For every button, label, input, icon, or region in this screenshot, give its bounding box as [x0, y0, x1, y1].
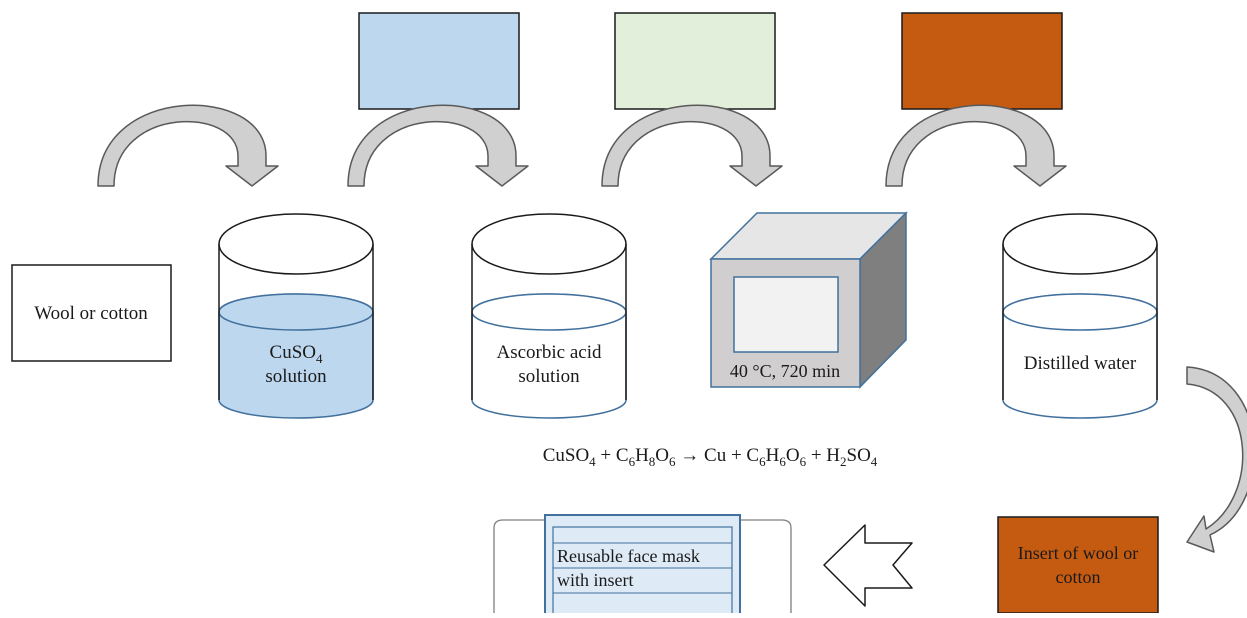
oven-icon [709, 211, 908, 389]
block-arrow-icon [823, 524, 913, 607]
insert-label-line1: Insert of wool or [1018, 543, 1138, 563]
mask-label-line2: with insert [557, 570, 634, 590]
curved-arrow-icon [97, 104, 279, 187]
beaker1-label: CuSO4 [270, 342, 323, 366]
oven-label: 40 °C, 720 min [730, 361, 840, 381]
beaker2-label-line2: solution [518, 366, 580, 387]
beaker1-label-line2: solution [265, 366, 327, 387]
beaker-icon [471, 213, 627, 419]
beaker2-label-line1: Ascorbic acid [497, 342, 602, 363]
curved-arrow-icon [885, 104, 1067, 187]
curved-arrow-icon [601, 104, 783, 187]
start-material-box [11, 264, 172, 362]
swatch-copper [901, 12, 1063, 110]
beaker-icon [218, 213, 374, 419]
beaker3-label: Distilled water [1024, 353, 1137, 374]
swatch-ascorbic [614, 12, 776, 110]
beaker-icon [1002, 213, 1158, 419]
insert-box [997, 516, 1159, 614]
curved-arrow-icon [1186, 366, 1247, 553]
swatch-cuso4 [358, 12, 520, 110]
curved-arrow-icon [347, 104, 529, 187]
reaction-equation: CuSO4 + C6H8O6 → Cu + C6H6O6 + H2SO4 [543, 445, 878, 469]
insert-label-line2: cotton [1056, 567, 1101, 587]
start-material-label: Wool or cotton [34, 303, 148, 324]
mask-label-line1: Reusable face mask [557, 546, 700, 566]
face-mask-icon [493, 514, 792, 618]
